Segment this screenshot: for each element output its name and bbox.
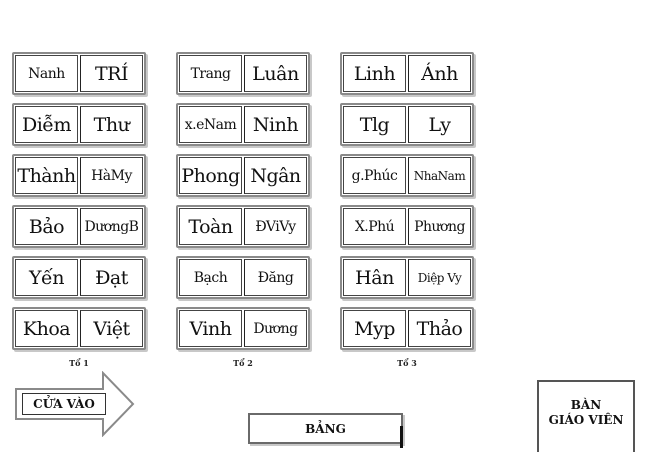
group-2-label: Tổ 2 xyxy=(233,358,253,368)
group-3-label: Tổ 3 xyxy=(397,358,417,368)
seat: Bảo xyxy=(15,208,78,245)
door-label: CỬA VÀO xyxy=(22,393,106,415)
desk: x.eNam Ninh xyxy=(176,103,310,146)
seat: Khoa xyxy=(15,310,78,347)
desk: Yến Đạt xyxy=(12,256,146,299)
seat: Việt xyxy=(80,310,143,347)
seat: Đạt xyxy=(80,259,143,296)
desk: Khoa Việt xyxy=(12,307,146,350)
desk: Nanh TRÍ xyxy=(12,52,146,95)
blackboard: BẢNG xyxy=(248,413,403,444)
group-1-label: Tổ 1 xyxy=(69,358,89,368)
desk: Toàn ĐViVy xyxy=(176,205,310,248)
teacher-desk-line-1: BÀN xyxy=(570,398,602,412)
seat: Luân xyxy=(244,55,307,92)
door-arrow-icon xyxy=(15,371,135,437)
seat: Myp xyxy=(343,310,406,347)
seat: Ly xyxy=(408,106,471,143)
teacher-desk-line-2: GIÁO VIÊN xyxy=(548,413,624,427)
seat: Ngân xyxy=(244,157,307,194)
seat: Ánh xyxy=(408,55,471,92)
desk: Tlg Ly xyxy=(340,103,474,146)
seat: Linh xyxy=(343,55,406,92)
desk: Trang Luân xyxy=(176,52,310,95)
seat: Dương xyxy=(244,310,307,347)
seat: Thảo xyxy=(408,310,471,347)
seat: Bạch xyxy=(179,259,242,296)
seat: Toàn xyxy=(179,208,242,245)
seat: Nanh xyxy=(15,55,78,92)
seat: g.Phúc xyxy=(343,157,406,194)
desk: Thành HàMy xyxy=(12,154,146,197)
desk: Vinh Dương xyxy=(176,307,310,350)
entrance-door: CỬA VÀO xyxy=(15,371,135,437)
seat: Trang xyxy=(179,55,242,92)
seat: Ninh xyxy=(244,106,307,143)
desk: Linh Ánh xyxy=(340,52,474,95)
desk: Bạch Đăng xyxy=(176,256,310,299)
seat: Diễm xyxy=(15,106,78,143)
seat: Đăng xyxy=(244,259,307,296)
seat: NhaNam xyxy=(408,157,471,194)
teacher-desk-label: BÀN GIÁO VIÊN xyxy=(539,398,633,428)
board-mark xyxy=(400,426,403,448)
seat: DươngB xyxy=(80,208,143,245)
seat: TRÍ xyxy=(80,55,143,92)
seat: Hân xyxy=(343,259,406,296)
teacher-desk: BÀN GIÁO VIÊN xyxy=(537,380,635,452)
seat: Yến xyxy=(15,259,78,296)
desk: g.Phúc NhaNam xyxy=(340,154,474,197)
seat: Vinh xyxy=(179,310,242,347)
seat: Phương xyxy=(408,208,471,245)
desk: Diễm Thư xyxy=(12,103,146,146)
desk: Phong Ngân xyxy=(176,154,310,197)
seat: Tlg xyxy=(343,106,406,143)
seat: HàMy xyxy=(80,157,143,194)
desk: Myp Thảo xyxy=(340,307,474,350)
seat: Thành xyxy=(15,157,78,194)
seat: Phong xyxy=(179,157,242,194)
seat: ĐViVy xyxy=(244,208,307,245)
seat: X.Phú xyxy=(343,208,406,245)
desk: Hân Diệp Vy xyxy=(340,256,474,299)
seat: Diệp Vy xyxy=(408,259,471,296)
seat: x.eNam xyxy=(179,106,242,143)
seat: Thư xyxy=(80,106,143,143)
desk: X.Phú Phương xyxy=(340,205,474,248)
desk: Bảo DươngB xyxy=(12,205,146,248)
